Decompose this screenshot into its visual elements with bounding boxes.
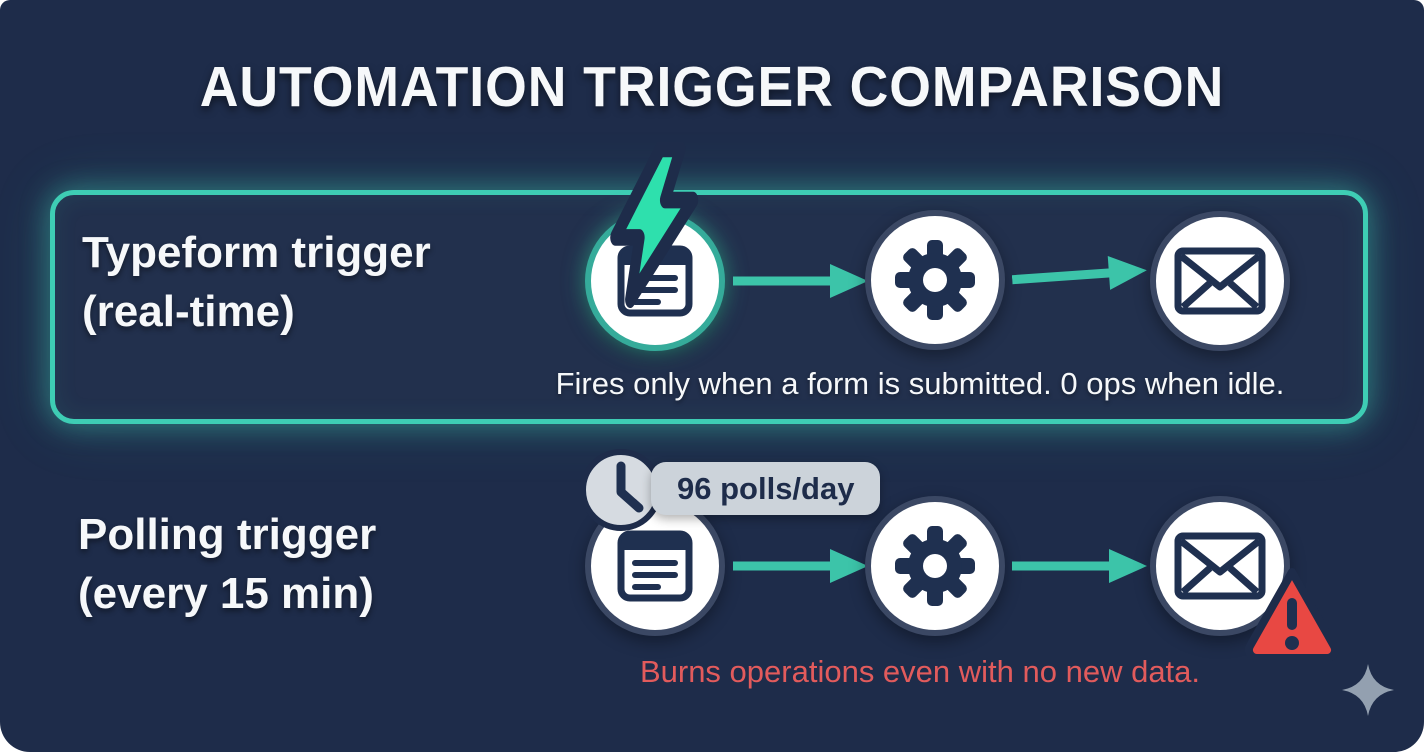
envelope-icon (1174, 247, 1266, 315)
realtime-envelope-step (1150, 211, 1290, 351)
warning-icon (1244, 568, 1340, 663)
flow-arrow (1011, 255, 1147, 290)
clock-icon (580, 449, 662, 531)
realtime-label-line2: (real-time) (82, 286, 295, 336)
realtime-label-line1: Typeform trigger (82, 228, 431, 277)
realtime-gear-step (865, 210, 1005, 350)
polling-label-line1: Polling trigger (78, 510, 377, 559)
badge-label: 96 polls/day (677, 470, 855, 506)
gear-icon (895, 240, 975, 320)
realtime-row-label: Typeform trigger (real-time) (82, 224, 431, 342)
polling-label-line2: (every 15 min) (78, 568, 374, 618)
polling-row-label: Polling trigger (every 15 min) (78, 506, 376, 624)
realtime-section-box (50, 190, 1368, 424)
flow-arrow (733, 549, 868, 583)
gear-icon (895, 526, 975, 606)
flow-arrow (1012, 549, 1147, 583)
page-title: AUTOMATION TRIGGER COMPARISON (199, 55, 1225, 119)
realtime-caption: Fires only when a form is submitted. 0 o… (555, 366, 1285, 401)
lightning-bolt-icon (610, 142, 699, 308)
polling-caption: Burns operations even with no new data. (639, 654, 1201, 689)
polling-gear-step (865, 496, 1005, 636)
form-icon (617, 530, 693, 602)
flow-arrow (733, 264, 868, 298)
sparkle-icon (1342, 664, 1394, 716)
polls-per-day-badge: 96 polls/day (651, 462, 881, 515)
envelope-icon (1174, 532, 1266, 600)
